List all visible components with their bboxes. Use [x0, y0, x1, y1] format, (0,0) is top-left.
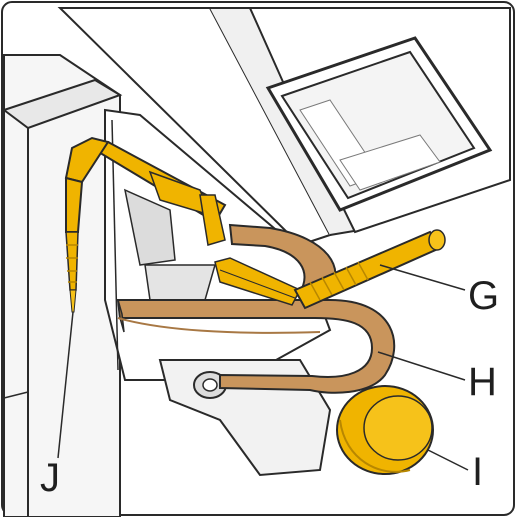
screen-window	[339, 134, 441, 191]
mount-bolt-center	[202, 378, 218, 392]
holder-front-edge	[117, 299, 125, 333]
leader-line-j	[57, 311, 74, 459]
holder-inner-shade	[117, 317, 321, 334]
holder-clip	[214, 257, 302, 306]
callout-i: I	[472, 450, 484, 494]
cabinet-left-panel	[3, 54, 121, 517]
knob-cap	[363, 395, 433, 461]
knob-rim-shade	[339, 419, 411, 473]
handpiece-ridges	[66, 244, 78, 283]
scaler-end-cap	[428, 229, 446, 251]
cabinet-lower-seam	[3, 391, 29, 399]
callout-j: J	[40, 456, 60, 500]
leader-line-i	[427, 449, 469, 471]
handpiece-body	[65, 176, 84, 233]
u-shaped-holder-icon	[116, 299, 396, 394]
angled-handpiece-icon	[64, 136, 110, 184]
leader-line-g	[379, 264, 466, 291]
scaler-ridges	[309, 261, 369, 301]
callout-h: H	[468, 360, 497, 404]
recess-bracket	[123, 188, 176, 266]
leader-line-h	[377, 351, 466, 381]
holder-clip-line	[219, 269, 296, 299]
callout-g: G	[468, 274, 500, 318]
handpiece-mount	[199, 194, 226, 246]
handpiece-tip	[69, 289, 77, 313]
recess-block	[144, 264, 216, 301]
